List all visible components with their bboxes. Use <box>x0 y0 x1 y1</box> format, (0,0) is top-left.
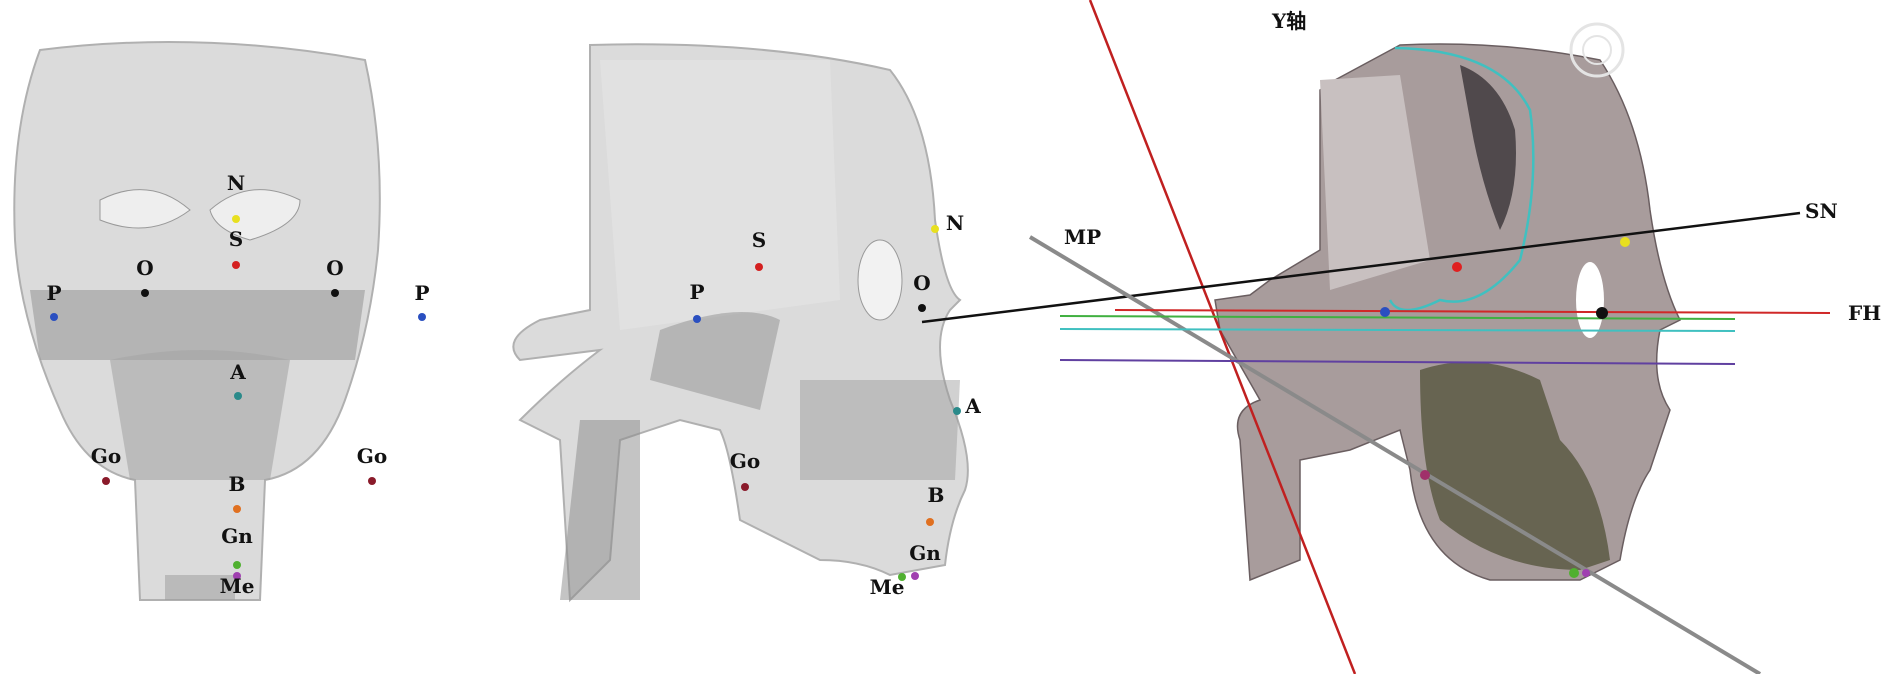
landmark-label-o: O <box>326 256 343 280</box>
landmark-label-p: P <box>689 280 704 304</box>
gn-point <box>1582 569 1590 577</box>
landmark-point-n <box>931 225 939 233</box>
landmark-label-go: Go <box>730 449 760 473</box>
chin <box>165 575 235 600</box>
teal-reference-line <box>1059 328 1736 332</box>
maxilla-region <box>30 290 365 360</box>
frontal-skull-panel <box>13 41 381 601</box>
zygoma-region <box>650 312 780 410</box>
landmark-point-go <box>741 483 749 491</box>
landmark-point-p <box>693 315 701 323</box>
lateral-skull-panel <box>512 43 969 603</box>
fh-line <box>1114 309 1831 314</box>
landmark-label-a: A <box>964 394 981 418</box>
landmark-label-gn: Gn <box>909 541 941 565</box>
landmark-label-p: P <box>46 281 61 305</box>
cervical-spine <box>560 420 640 600</box>
orbit <box>857 239 903 321</box>
landmark-label-n: N <box>227 171 245 195</box>
p-point <box>1380 307 1390 317</box>
landmark-label-p: P <box>414 281 429 305</box>
green-reference-line <box>1059 315 1736 320</box>
landmark-point-o <box>918 304 926 312</box>
cranial-section <box>1320 75 1430 290</box>
landmark-label-gn: Gn <box>221 524 253 548</box>
landmark-point-s <box>232 261 240 269</box>
landmark-label-go: Go <box>91 444 121 468</box>
go-point <box>1420 470 1430 480</box>
landmark-point-me <box>233 572 241 580</box>
orbits <box>99 189 301 241</box>
landmark-label-s: S <box>229 227 243 251</box>
landmark-label-a: A <box>229 360 246 384</box>
landmark-point-o <box>331 289 339 297</box>
landmark-label-n: N <box>946 211 964 235</box>
landmark-point-a <box>953 407 961 415</box>
fh-label: FH <box>1848 301 1881 325</box>
landmark-point-b <box>926 518 934 526</box>
o-point <box>1596 307 1608 319</box>
landmark-label-b: B <box>229 472 246 496</box>
watermark-logo <box>1569 22 1625 78</box>
landmark-point-s <box>755 263 763 271</box>
landmark-point-go <box>368 477 376 485</box>
landmark-label-go: Go <box>357 444 387 468</box>
s-point <box>1452 262 1462 272</box>
me-point <box>1569 568 1579 578</box>
mp-label: MP <box>1064 225 1101 249</box>
landmark-label-me: Me <box>220 574 255 598</box>
orbit <box>1576 262 1604 338</box>
landmark-label-s: S <box>752 228 766 252</box>
y-axis-label: Y轴 <box>1271 9 1306 33</box>
landmark-point-go <box>102 477 110 485</box>
sn-line <box>921 211 1801 324</box>
midline-contour <box>1388 46 1535 312</box>
landmark-point-gn <box>911 572 919 580</box>
cranium-region <box>600 60 840 330</box>
mandible-section <box>1420 362 1610 570</box>
teeth-region <box>800 380 960 480</box>
sn-label: SN <box>1805 199 1838 223</box>
landmark-point-p <box>418 313 426 321</box>
landmark-point-me <box>898 573 906 581</box>
sectional-skull-panel: Y轴 SN MP FH <box>921 0 1881 674</box>
landmark-point-a <box>234 392 242 400</box>
purple-reference-line <box>1059 359 1736 365</box>
frontal-sinus <box>1460 65 1516 230</box>
landmark-label-b: B <box>928 483 945 507</box>
landmark-point-gn <box>233 561 241 569</box>
landmark-point-o <box>141 289 149 297</box>
landmark-point-b <box>233 505 241 513</box>
landmark-point-p <box>50 313 58 321</box>
y-axis-line <box>1088 0 1357 674</box>
landmark-label-o: O <box>913 271 930 295</box>
teeth-region <box>110 350 290 480</box>
landmark-label-me: Me <box>870 575 905 599</box>
landmark-label-o: O <box>136 256 153 280</box>
n-point <box>1620 237 1630 247</box>
landmark-point-n <box>232 215 240 223</box>
